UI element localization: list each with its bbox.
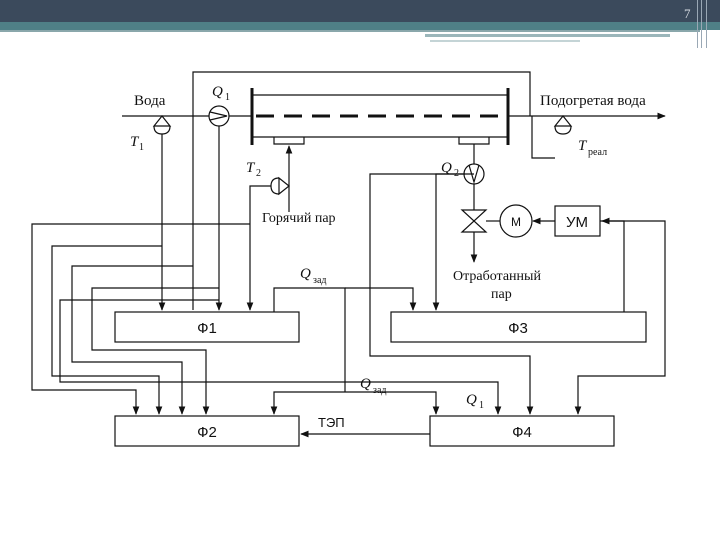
qzad-to-f2-line	[270, 391, 345, 415]
steam-inlet-flange	[273, 137, 305, 145]
heat-exchanger	[250, 88, 510, 145]
t2-symbol: T	[246, 160, 256, 176]
q1-subscript: 1	[225, 92, 230, 103]
um-to-f4-line	[574, 220, 666, 415]
um-label: УМ	[566, 214, 588, 231]
loop-to-f2-line	[71, 265, 193, 415]
treal-subscript: реал	[588, 147, 607, 158]
t1-to-f2-line	[51, 245, 163, 415]
f4-label: Ф4	[512, 424, 532, 441]
t2-to-f1-line	[246, 185, 271, 311]
header-deco-line-2	[430, 40, 580, 42]
tep-label: ТЭП	[318, 415, 345, 430]
f3-to-um-line	[601, 217, 625, 312]
treal-symbol: T	[578, 138, 588, 154]
f4-block	[429, 415, 615, 447]
qzad-line	[273, 287, 346, 392]
t1-subscript: 1	[139, 142, 144, 153]
qzad-to-f4-line	[345, 391, 440, 415]
sidebar-line	[701, 0, 702, 48]
top-loop-line	[192, 71, 531, 310]
header-accent-band	[0, 22, 720, 30]
q2-subscript: 2	[454, 168, 459, 179]
hot-steam-label: Горячий пар	[262, 211, 336, 226]
treal-sensor	[553, 115, 573, 135]
qzad-to-f3-line	[345, 287, 417, 311]
t1-symbol: T	[130, 134, 140, 150]
q1-pump-arrow	[209, 111, 228, 121]
q1-to-f2-line	[91, 287, 219, 415]
f2-label: Ф2	[197, 424, 217, 441]
spent-steam-label-2: пар	[491, 287, 512, 302]
page-number: 7	[684, 6, 691, 21]
t2-sensor	[270, 176, 290, 196]
t2-subscript: 2	[256, 168, 261, 179]
water-label: Вода	[134, 93, 166, 109]
f2-block	[114, 415, 300, 447]
steam-valve-icon	[460, 209, 488, 233]
q1-to-f4-line	[59, 299, 502, 415]
header-deco-line	[425, 34, 670, 37]
q1-symbol: Q	[212, 84, 223, 100]
sidebar-line	[697, 0, 698, 48]
f1-label: Ф1	[197, 320, 217, 337]
header-rule	[0, 30, 700, 32]
steam-outlet-flange	[458, 137, 490, 145]
qzad-symbol-2: Q	[360, 376, 371, 392]
steam-sensor-to-f2-line	[31, 223, 250, 415]
q1-subscript-2: 1	[479, 400, 484, 411]
f1-block	[114, 311, 300, 343]
f3-block	[390, 311, 647, 343]
qzad-symbol: Q	[300, 266, 311, 282]
heated-water-label: Подогретая вода	[540, 93, 646, 109]
spent-steam-label-1: Отработанный	[453, 269, 541, 284]
header-band	[0, 0, 720, 22]
sidebar-line	[706, 0, 707, 48]
treal-tap-line	[531, 116, 555, 159]
um-block	[554, 205, 601, 237]
q2-pump-arrow	[468, 164, 480, 185]
motor-icon	[499, 204, 533, 238]
qzad-subscript: зад	[313, 275, 326, 286]
f3-label: Ф3	[508, 320, 528, 337]
motor-label: М	[511, 215, 521, 229]
q2-symbol: Q	[441, 160, 452, 176]
t1-sensor	[152, 115, 172, 135]
q2-to-f4-line	[369, 173, 534, 415]
q2-to-f3-line	[432, 173, 465, 311]
q1-symbol-2: Q	[466, 392, 477, 408]
qzad-subscript-2: зад	[373, 385, 386, 396]
